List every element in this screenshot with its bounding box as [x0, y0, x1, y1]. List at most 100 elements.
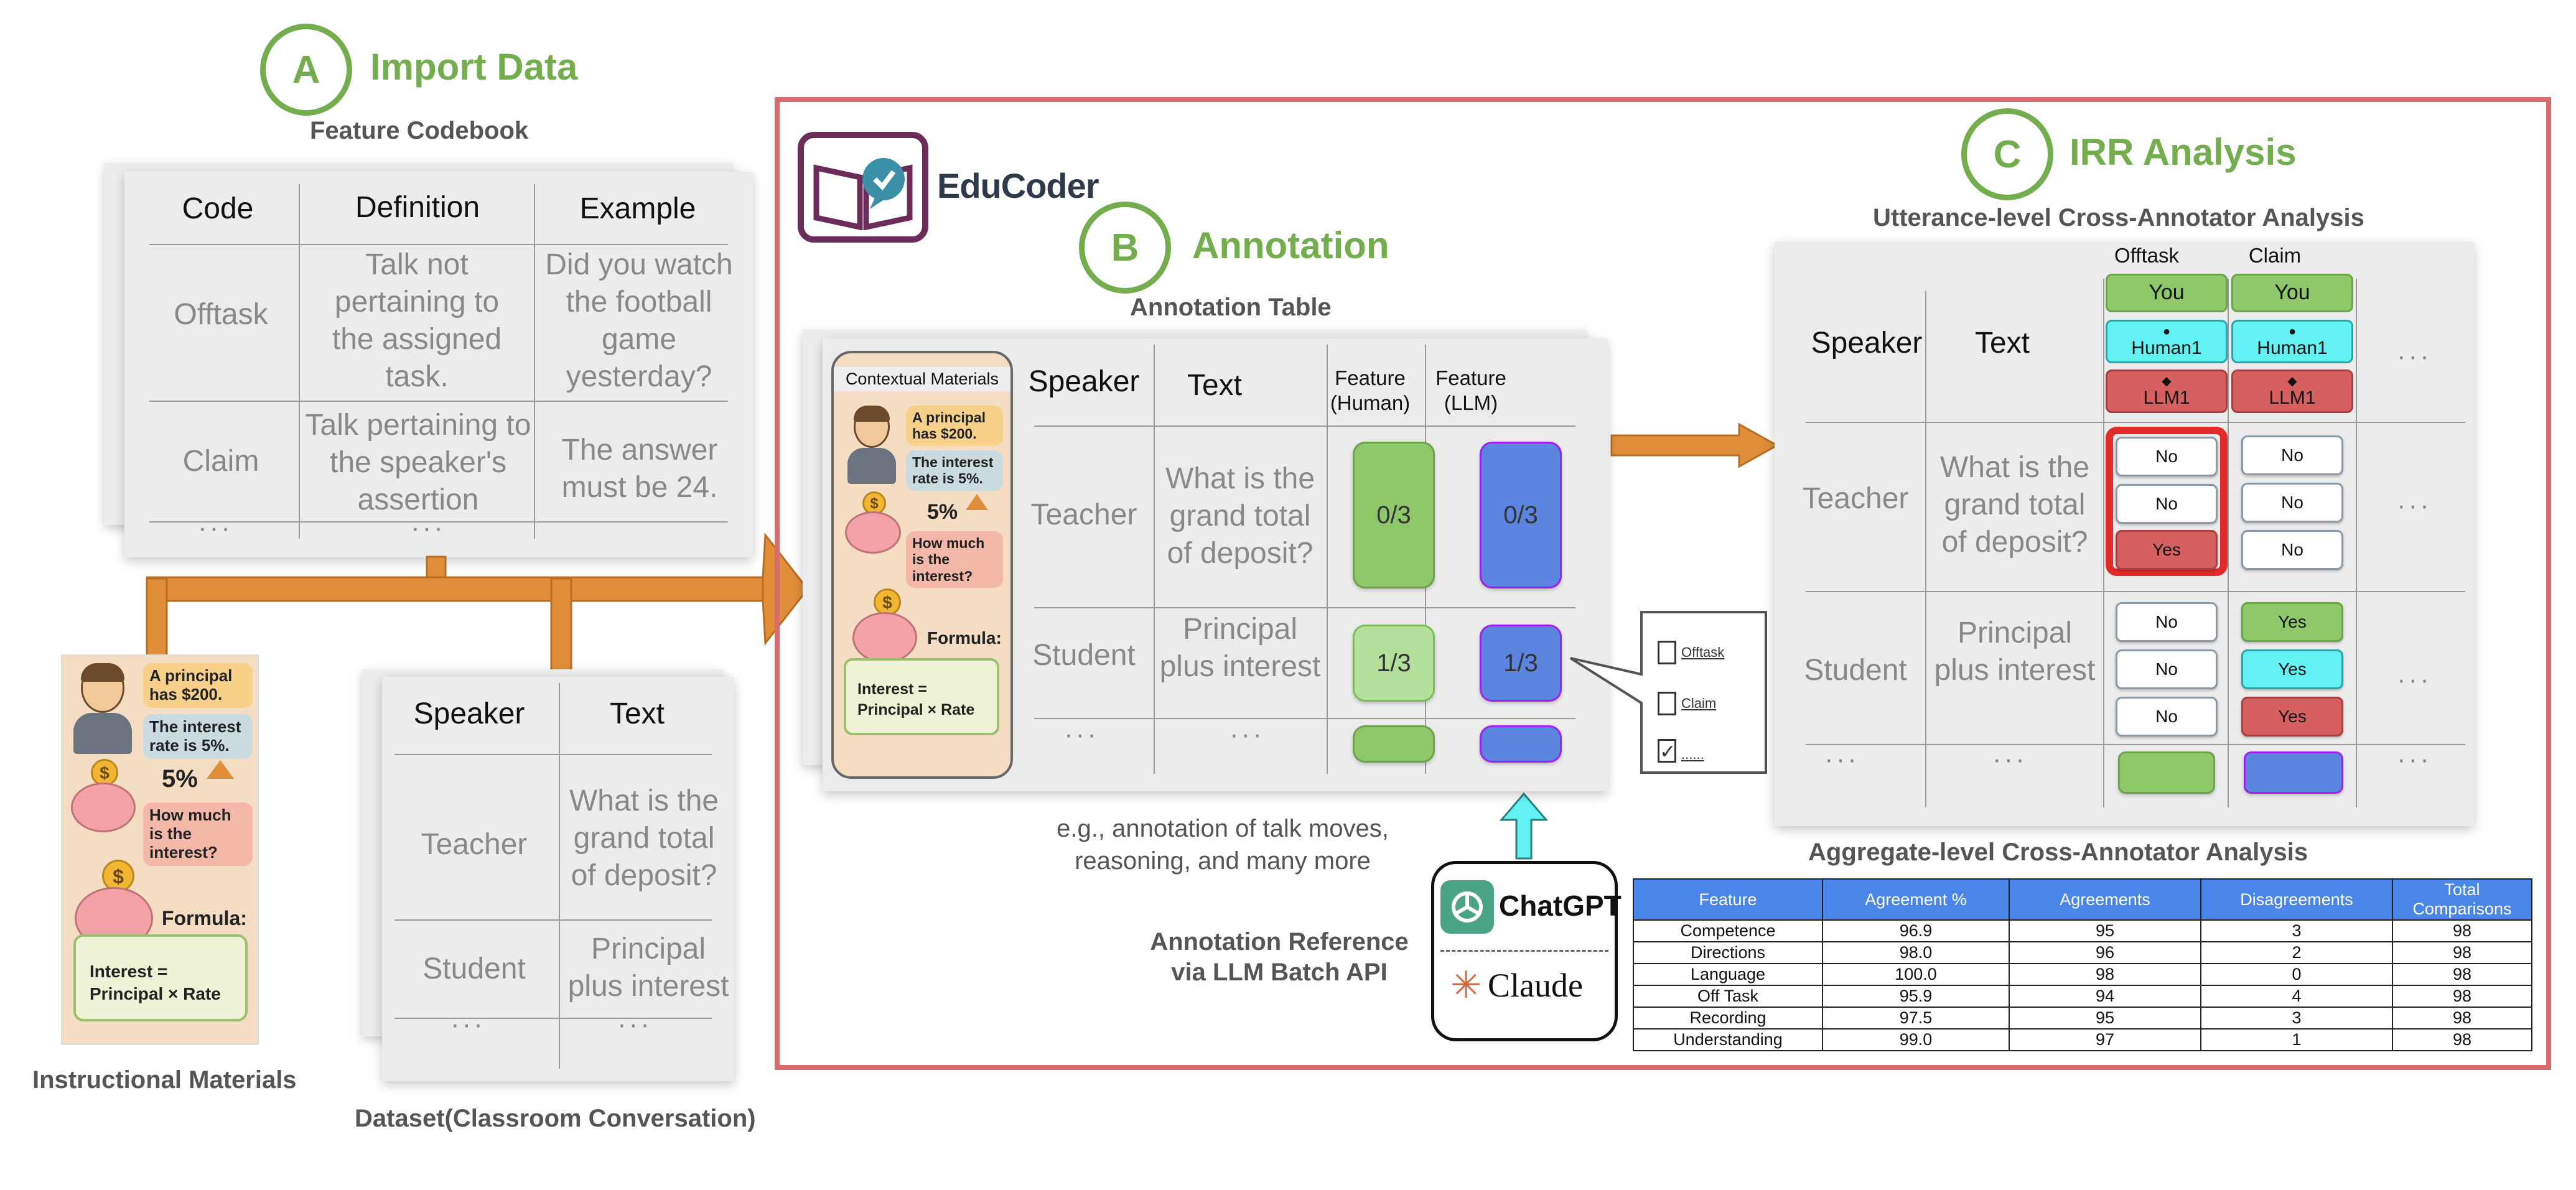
divider [1154, 345, 1155, 774]
aggregate-table: Feature Agreement % Agreements Disagreem… [1633, 878, 2532, 1051]
irr-offtask-you[interactable]: No [2116, 437, 2218, 476]
ellipsis: ··· [1824, 744, 1859, 774]
irr-speaker: Teacher [1802, 482, 1909, 515]
divider [149, 521, 728, 523]
annotator-you-offtask[interactable]: You [2106, 274, 2228, 312]
annotation-text: What is the grand total of deposit? [1165, 462, 1315, 570]
irr-claim-summary[interactable] [2244, 751, 2343, 794]
annotator-llm1-offtask[interactable]: ◆LLM1 [2106, 370, 2228, 413]
irr-claim-llm1[interactable]: Yes [2241, 697, 2343, 737]
piggy-bank-icon [845, 511, 901, 554]
feature-human-box[interactable]: 1/3 [1353, 625, 1435, 702]
percent-label: 5% [162, 765, 198, 793]
feature-human-box[interactable]: 0/3 [1353, 442, 1435, 588]
aggregate-cell: Off Task [1633, 985, 1823, 1008]
annotator-human1-offtask[interactable]: ●Human1 [2106, 320, 2228, 363]
ellipsis: ··· [450, 1009, 485, 1039]
teacher-hair [81, 663, 124, 682]
irr-claim-human1[interactable]: Yes [2241, 649, 2343, 689]
section-a-circle: A [260, 24, 352, 116]
aggregate-cell: Language [1633, 963, 1823, 986]
checklist-item[interactable] [1658, 692, 1676, 715]
annotation-speaker: Student [1032, 639, 1136, 672]
ellipsis: ··· [2397, 490, 2432, 521]
human-avatar-icon: ● [2288, 324, 2297, 338]
divider [1034, 718, 1575, 719]
ellipsis: ··· [1230, 719, 1264, 750]
irr-offtask-human1[interactable]: No [2116, 484, 2218, 524]
irr-claim-you[interactable]: No [2241, 435, 2343, 475]
instructional-materials-image: A principal has $200. The interest rate … [61, 654, 259, 1045]
irr-claim-llm1[interactable]: No [2241, 530, 2343, 570]
claude-icon: ✳ [1450, 964, 1482, 1006]
aggregate-cell: 2 [2200, 941, 2393, 964]
irr-offtask-you[interactable]: No [2116, 602, 2218, 642]
utterance-level-label: Utterance-level Cross-Annotator Analysis [1873, 204, 2364, 231]
checklist-item[interactable] [1658, 641, 1676, 664]
aggregate-cell: 99.0 [1822, 1028, 2010, 1051]
material-bubble-2: The interest rate is 5%. [143, 714, 253, 759]
ellipsis: ··· [1992, 744, 2027, 774]
feature-llm-box[interactable] [1480, 725, 1562, 763]
aggregate-cell: Understanding [1633, 1028, 1823, 1051]
divider [394, 754, 712, 755]
aggregate-header: Agreements [2009, 878, 2201, 921]
aggregate-header: Feature [1633, 878, 1823, 921]
aggregate-cell: 100.0 [1822, 963, 2010, 986]
codebook-definition: Talk not pertaining to the assigned task… [332, 248, 502, 393]
section-c-letter: C [1993, 132, 2022, 176]
aggregate-cell: 4 [2200, 985, 2393, 1008]
disagreement-highlight [2106, 427, 2228, 576]
piggy-bank-icon [71, 783, 136, 832]
annotation-table-label: Annotation Table [1130, 294, 1332, 321]
coin-icon: $ [874, 588, 901, 616]
codebook-code: Offtask [174, 298, 268, 331]
checklist-item-checked[interactable]: ✓ [1658, 739, 1676, 763]
codebook-example: Did you watch the football game yesterda… [545, 248, 733, 393]
section-b-circle: B [1079, 202, 1171, 294]
aggregate-cell: 97.5 [1822, 1006, 2010, 1030]
feature-llm-box[interactable]: 0/3 [1480, 442, 1562, 588]
openai-knot-icon [1452, 891, 1483, 923]
checklist-label: Offtask [1681, 644, 1725, 660]
annotator-you-claim[interactable]: You [2231, 274, 2353, 312]
section-b-title: Annotation [1192, 225, 1389, 266]
divider [1806, 744, 2465, 745]
codebook-example: The answer must be 24. [561, 434, 718, 504]
aggregate-cell: 98 [2392, 985, 2532, 1008]
aggregate-cell: 95.9 [1822, 985, 2010, 1008]
dataset-speaker: Student [422, 952, 526, 985]
irr-claim-human1[interactable]: No [2241, 483, 2343, 523]
irr-offtask-summary[interactable] [2118, 751, 2215, 794]
aggregate-cell: 94 [2009, 985, 2201, 1008]
irr-claim-you[interactable]: Yes [2241, 602, 2343, 642]
irr-offtask-llm1[interactable]: No [2116, 697, 2218, 737]
feature-llm-box[interactable]: 1/3 [1480, 625, 1562, 702]
section-b-letter: B [1111, 226, 1139, 269]
formula-box: Interest = Principal × Rate [73, 934, 248, 1021]
aggregate-cell: Competence [1633, 919, 1823, 942]
ellipsis: ··· [198, 513, 233, 543]
annotator-label: LLM1 [2143, 387, 2190, 408]
divider [394, 919, 712, 921]
codebook-header-code: Code [182, 192, 254, 225]
dataset-text: What is the grand total of deposit? [569, 784, 719, 892]
formula-label: Formula: [162, 907, 247, 929]
instructional-materials-label: Instructional Materials [32, 1066, 297, 1094]
llm-reference-label: Annotation Reference via LLM Batch API [1150, 928, 1409, 986]
divider [2103, 279, 2104, 807]
divider [534, 184, 535, 539]
aggregate-cell: 95 [2009, 919, 2201, 942]
irr-offtask-human1[interactable]: No [2116, 649, 2218, 689]
annotator-human1-claim[interactable]: ●Human1 [2231, 320, 2353, 363]
annotator-llm1-claim[interactable]: ◆LLM1 [2231, 370, 2353, 413]
irr-offtask-llm1[interactable]: Yes [2116, 530, 2218, 570]
teacher-body [73, 713, 132, 754]
feature-human-box[interactable] [1353, 725, 1435, 763]
aggregate-cell: 96 [2009, 941, 2201, 964]
ellipsis: ··· [2397, 341, 2432, 371]
teacher-body [847, 448, 896, 484]
